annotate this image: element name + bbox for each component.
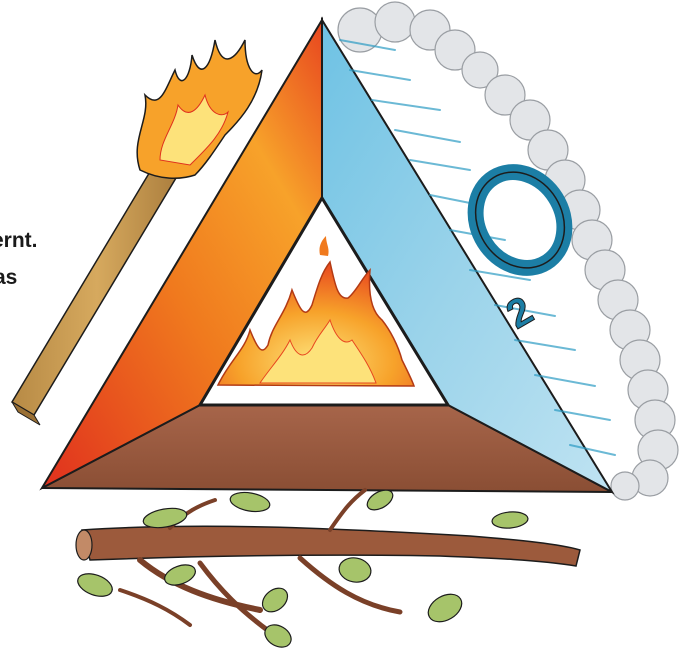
branch-icon	[75, 486, 580, 652]
